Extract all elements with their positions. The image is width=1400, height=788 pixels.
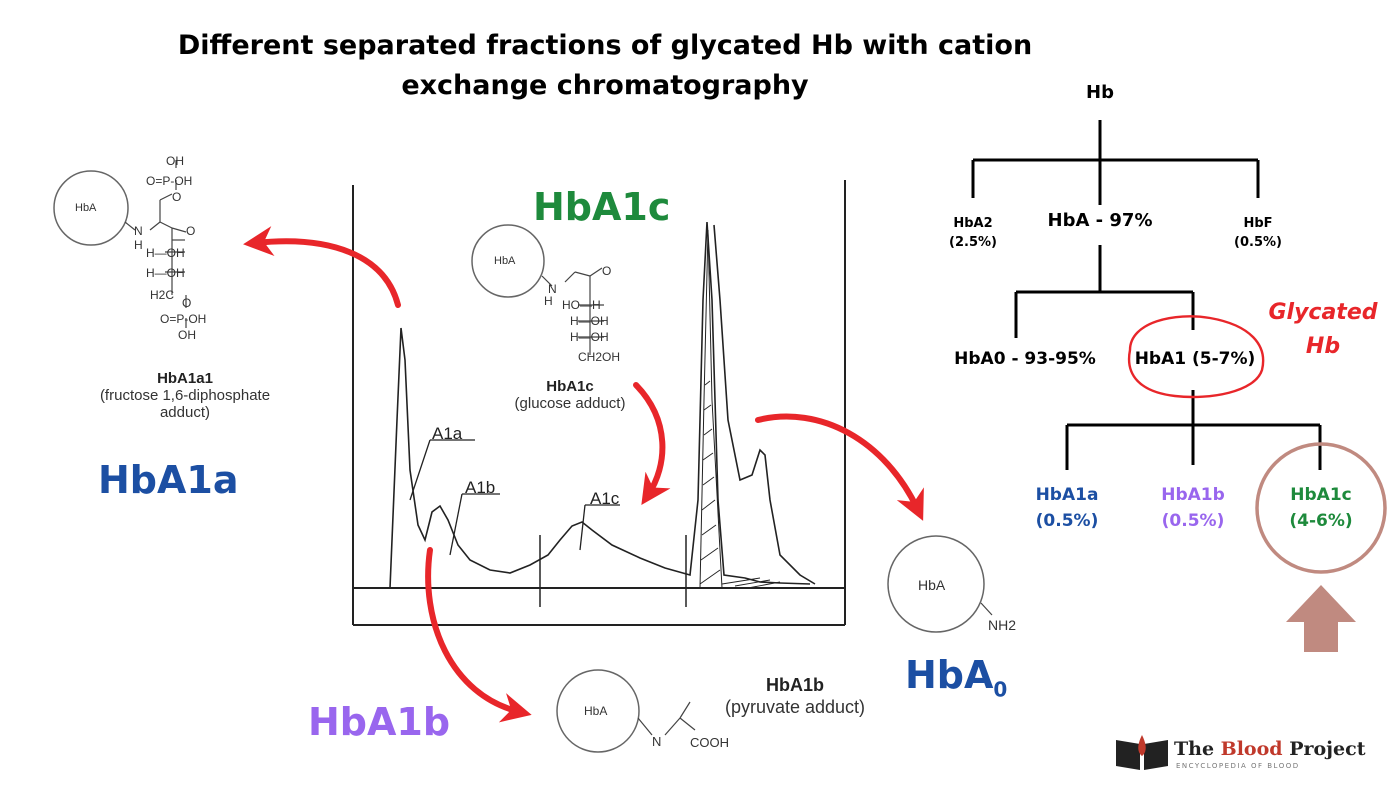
hba1a1-oh-top: OH <box>166 154 184 168</box>
hba0-hba-circle <box>887 535 985 633</box>
hatched-peak <box>699 229 723 589</box>
hba1c-h-oh-2: H—OH <box>570 330 609 344</box>
red-arrows <box>243 226 924 723</box>
tree-node-hbf-name: HbF <box>1243 216 1273 231</box>
glycated-hb-line1: Glycated <box>1268 300 1378 325</box>
hatch-lines <box>699 380 781 589</box>
tree-node-hba1a: HbA1a (0.5%) <box>1012 482 1122 534</box>
peak-label-a1b: A1b <box>465 478 496 497</box>
hba1a1-hba-label: HbA <box>75 202 97 214</box>
hba1a1-h-oh-2: H—OH <box>146 266 185 280</box>
arrow-to-hba1b <box>425 547 532 723</box>
peak-label-a1c: A1c <box>590 489 620 508</box>
hba1c-caption-line1: (glucose adduct) <box>514 395 626 412</box>
hba1a1-h-oh-1: H—OH <box>146 246 185 260</box>
tree-node-hba2-pct: (2.5%) <box>949 235 997 250</box>
hba1a1-o-bottom: O <box>182 296 192 310</box>
hba1b-hba-circle <box>556 669 640 753</box>
hba1b-caption-title: HbA1b <box>766 675 824 695</box>
up-arrow <box>1286 585 1356 652</box>
glycated-ellipse <box>1127 315 1265 399</box>
hba1a1-caption-line1: (fructose 1,6-diphosphate <box>99 387 271 404</box>
logo-project: Project <box>1282 738 1366 760</box>
hba1c-highlight-circle <box>1255 442 1387 574</box>
logo-tagline: ENCYCLOPEDIA OF BLOOD <box>1176 762 1300 770</box>
tree-node-hba0: HbA0 - 93-95% <box>954 349 1096 369</box>
hba1c-ho-h: HO—H <box>562 298 601 312</box>
tree-node-hba1: HbA1 (5-7%) <box>1134 349 1256 369</box>
hba0-hba-label: HbA <box>918 577 946 593</box>
arrow-to-hba1a1 <box>243 226 401 308</box>
label-hba0-main: HbA <box>905 653 994 697</box>
glycated-hb-label: Glycated Hb <box>1258 296 1388 364</box>
logo-blood: Blood <box>1220 738 1283 760</box>
glycated-hb-line2: Hb <box>1305 334 1341 359</box>
hba1c-h-oh-1: H—OH <box>570 314 609 328</box>
hba1c-caption-title: HbA1c <box>546 378 594 395</box>
label-hba0: HbA0 <box>905 653 1007 702</box>
chromatogram-trace <box>389 221 811 589</box>
hba0-nh2: NH2 <box>988 617 1017 633</box>
hba1a1-hba-circle <box>53 170 129 246</box>
label-hba1a: HbA1a <box>98 458 239 502</box>
hba1a1-caption: HbA1a1 (fructose 1,6-diphosphate adduct) <box>70 370 300 421</box>
hba1c-caption: HbA1c (glucose adduct) <box>490 378 650 412</box>
hba1a1-n: N <box>134 224 143 238</box>
hba1a1-o-keto: O <box>186 224 196 238</box>
hba1b-n: N <box>652 734 662 749</box>
hba1a1-h2c: H2C <box>150 288 175 302</box>
hba1b-cooh: COOH <box>690 735 729 750</box>
hba1a1-oh-bottom: OH <box>178 328 196 342</box>
tree-node-hb: Hb <box>1086 82 1114 103</box>
hba1a1-h: H <box>134 238 143 252</box>
tree-node-hba1c-name: HbA1c <box>1290 485 1352 505</box>
label-hba0-sub: 0 <box>993 677 1008 702</box>
chromatogram <box>352 180 846 626</box>
hba1a1-caption-title: HbA1a1 <box>157 370 213 387</box>
arrow-to-hba0 <box>755 413 924 521</box>
tree-node-hba1c: HbA1c (4-6%) <box>1266 482 1376 534</box>
peak-label-a1a: A1a <box>432 424 463 443</box>
page-title: Different separated fractions of glycate… <box>0 26 1210 106</box>
tree-node-hba1c-pct: (4-6%) <box>1289 511 1353 531</box>
chemical-bonds <box>124 160 993 736</box>
tree-node-hba1b-name: HbA1b <box>1161 485 1225 505</box>
hba1a1-opo-top: O=P-OH <box>146 174 193 188</box>
tree-node-hba2-name: HbA2 <box>953 216 993 231</box>
hba1b-caption: HbA1b (pyruvate adduct) <box>690 674 900 718</box>
tree-node-hba1a-name: HbA1a <box>1035 485 1099 505</box>
structure-circles <box>53 170 985 753</box>
hba1c-h: H <box>544 294 553 308</box>
arrow-to-a1c <box>633 382 671 505</box>
tree-node-hbf-pct: (0.5%) <box>1234 235 1282 250</box>
book-icon <box>1116 735 1168 770</box>
hba1a1-opo-bottom: O=P-OH <box>160 312 207 326</box>
chromatogram-trace-2 <box>713 224 816 585</box>
tree-node-hba1b-pct: (0.5%) <box>1161 511 1225 531</box>
title-line-1: Different separated fractions of glycate… <box>177 30 1033 61</box>
tree-node-hba1b: HbA1b (0.5%) <box>1138 482 1248 534</box>
hba1c-hba-label: HbA <box>494 255 516 267</box>
hba1c-ch2oh: CH2OH <box>578 350 621 364</box>
hba1c-o: O <box>602 264 612 278</box>
blood-project-logo[interactable]: The Blood Project <box>1174 738 1365 760</box>
hba1a1-caption-line2: adduct) <box>159 404 211 421</box>
logo-the: The <box>1174 738 1221 760</box>
hba1c-hba-circle <box>471 224 545 298</box>
tree-node-hbf: HbF (0.5%) <box>1228 214 1288 252</box>
tree-lines <box>971 120 1322 470</box>
label-hba1b: HbA1b <box>308 700 451 744</box>
hba1a1-o-top: O <box>172 190 182 204</box>
label-hba1c: HbA1c <box>533 185 671 229</box>
tree-node-hba2: HbA2 (2.5%) <box>943 214 1003 252</box>
tree-node-hba: HbA - 97% <box>1047 210 1153 231</box>
tree-node-hba1a-pct: (0.5%) <box>1035 511 1099 531</box>
hba1c-n: N <box>548 282 557 296</box>
title-line-2: exchange chromatography <box>401 70 809 101</box>
hba1b-hba-label: HbA <box>584 704 608 718</box>
hba1b-caption-line1: (pyruvate adduct) <box>724 697 866 717</box>
